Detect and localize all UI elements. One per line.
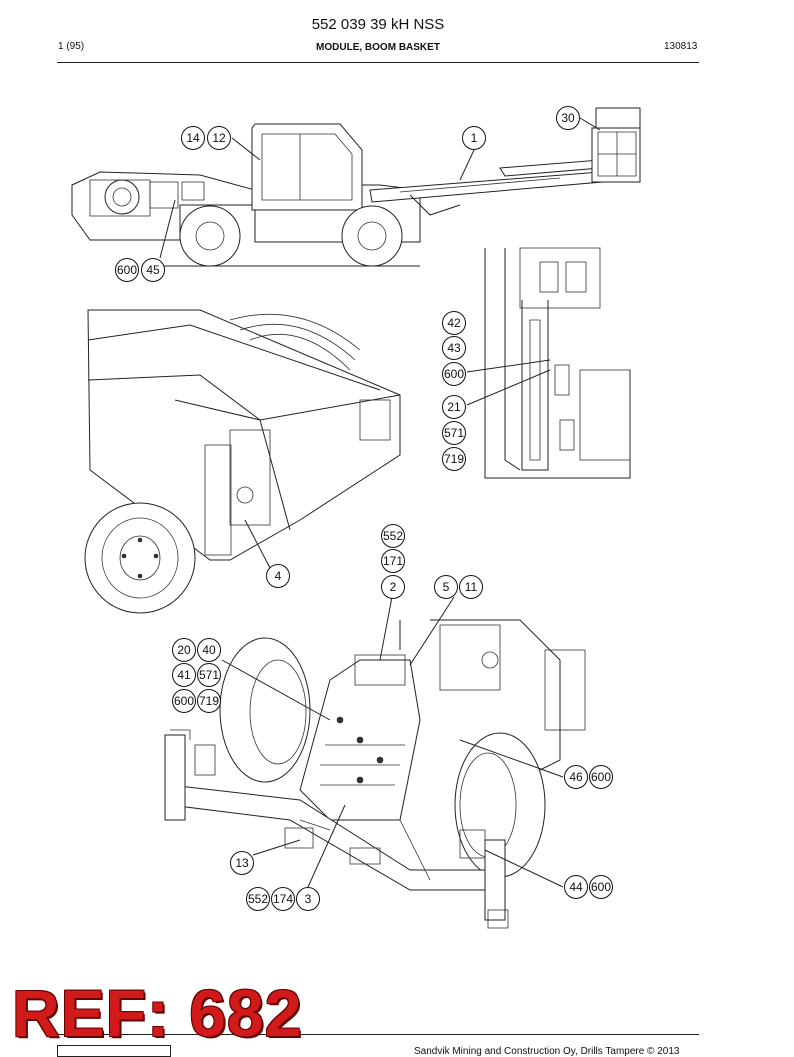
callout-40: 40 [197, 638, 221, 662]
callout-44: 44 [564, 875, 588, 899]
footer-rule [57, 1034, 699, 1035]
svg-text:600: 600 [117, 263, 137, 277]
callout-4: 4 [266, 564, 290, 588]
callout-46: 46 [564, 765, 588, 789]
page-number: 1 (95) [58, 41, 85, 52]
callout-600: 600 [442, 362, 466, 386]
boom-mount-view [164, 596, 586, 929]
svg-text:46: 46 [569, 770, 583, 784]
document-date: 130813 [664, 41, 698, 52]
svg-text:600: 600 [591, 770, 611, 784]
callout-30: 30 [556, 106, 580, 130]
callout-571: 571 [197, 663, 221, 687]
svg-text:45: 45 [146, 263, 160, 277]
callout-600: 600 [172, 689, 196, 713]
module-title: MODULE, BOOM BASKET [316, 42, 440, 53]
reference-stamp: REF: 682 [12, 976, 303, 1050]
callout-5: 5 [434, 575, 458, 599]
svg-text:13: 13 [235, 856, 249, 870]
machine-side-view [71, 107, 641, 267]
svg-text:40: 40 [202, 643, 216, 657]
callout-571: 571 [442, 421, 466, 445]
callout-600: 600 [589, 875, 613, 899]
callout-719: 719 [442, 447, 466, 471]
svg-text:12: 12 [212, 131, 226, 145]
callout-1: 1 [462, 126, 486, 150]
svg-text:719: 719 [444, 452, 464, 466]
callout-3: 3 [296, 887, 320, 911]
svg-text:30: 30 [561, 111, 575, 125]
callout-719: 719 [197, 689, 221, 713]
callout-174: 174 [271, 887, 295, 911]
callout-600: 600 [115, 258, 139, 282]
footer-copyright: Sandvik Mining and Construction Oy, Dril… [414, 1046, 680, 1057]
callout-552: 552 [246, 887, 270, 911]
svg-text:600: 600 [591, 880, 611, 894]
callout-2: 2 [381, 575, 405, 599]
callout-21: 21 [442, 395, 466, 419]
svg-text:41: 41 [177, 668, 191, 682]
svg-text:21: 21 [447, 400, 461, 414]
callout-11: 11 [459, 575, 483, 599]
svg-text:14: 14 [186, 131, 200, 145]
document-title: 552 039 39 kH NSS [311, 16, 445, 33]
svg-text:42: 42 [447, 316, 461, 330]
svg-text:1: 1 [471, 131, 478, 145]
machine-iso-view [84, 309, 401, 614]
callout-42: 42 [442, 311, 466, 335]
callout-171: 171 [381, 549, 405, 573]
svg-text:171: 171 [383, 554, 403, 568]
svg-text:552: 552 [248, 892, 268, 906]
svg-text:600: 600 [174, 694, 194, 708]
callout-552: 552 [381, 524, 405, 548]
svg-text:571: 571 [199, 668, 219, 682]
callout-41: 41 [172, 663, 196, 687]
svg-text:44: 44 [569, 880, 583, 894]
callout-20: 20 [172, 638, 196, 662]
header-rule [57, 62, 699, 63]
callout-12: 12 [207, 126, 231, 150]
callout-43: 43 [442, 336, 466, 360]
callout-600: 600 [589, 765, 613, 789]
svg-text:174: 174 [273, 892, 293, 906]
svg-text:5: 5 [443, 580, 450, 594]
svg-text:719: 719 [199, 694, 219, 708]
svg-text:552: 552 [383, 529, 403, 543]
svg-text:3: 3 [305, 892, 312, 906]
svg-text:11: 11 [465, 580, 478, 594]
svg-text:2: 2 [390, 580, 397, 594]
svg-text:571: 571 [444, 426, 464, 440]
callout-45: 45 [141, 258, 165, 282]
detail-panel-view [466, 247, 631, 479]
svg-text:43: 43 [447, 341, 461, 355]
svg-text:4: 4 [275, 569, 282, 583]
callout-14: 14 [181, 126, 205, 150]
svg-text:20: 20 [177, 643, 191, 657]
callout-13: 13 [230, 851, 254, 875]
svg-text:600: 600 [444, 367, 464, 381]
